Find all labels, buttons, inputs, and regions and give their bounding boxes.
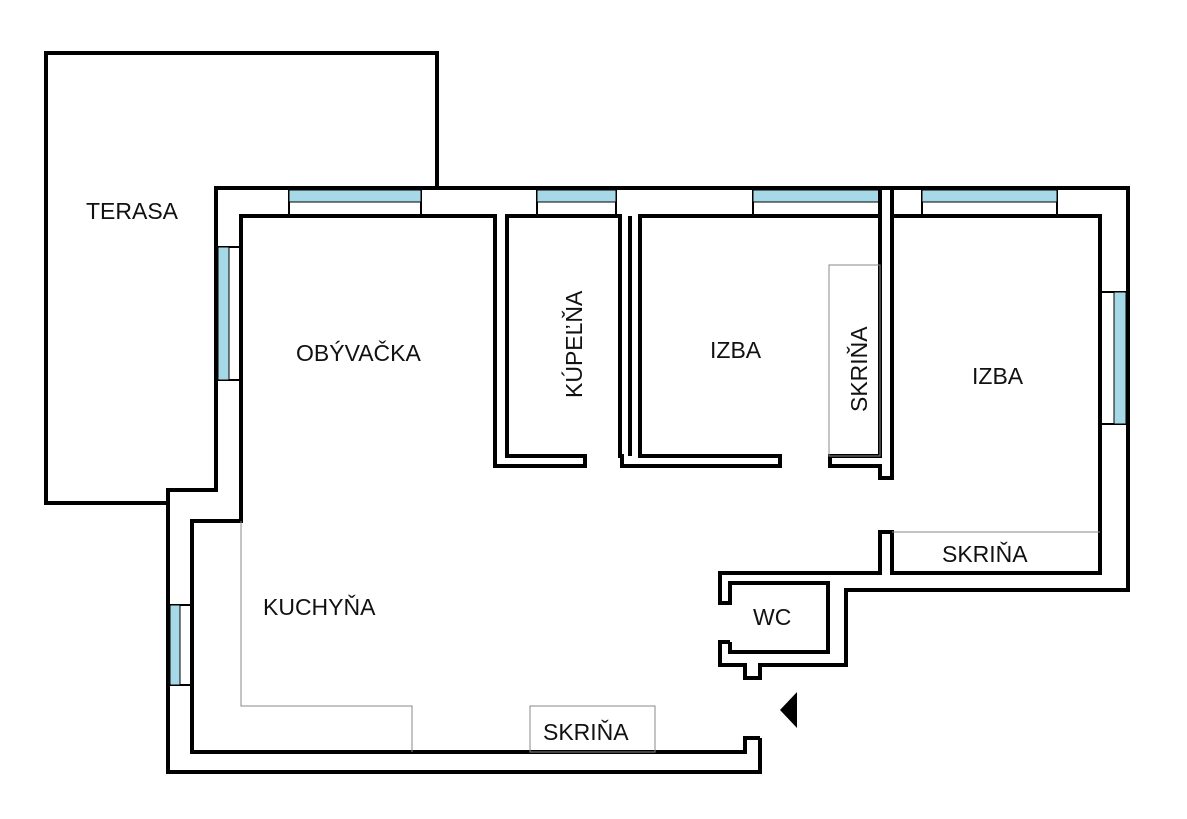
wardrobe-hall	[529, 705, 656, 753]
terrace-outline	[44, 51, 439, 505]
label-kitchen: KUCHYŇA	[263, 594, 376, 620]
label-room-2: IZBA	[972, 363, 1024, 389]
outer-wall	[166, 186, 1130, 774]
label-terrace: TERASA	[86, 198, 179, 224]
label-wardrobe-3: SKRIŇA	[543, 719, 629, 745]
wardrobe-room-1	[828, 264, 881, 457]
label-living-room: OBÝVAČKA	[296, 339, 421, 366]
kitchen-counter	[240, 521, 413, 752]
label-wardrobe-2: SKRIŇA	[942, 541, 1028, 567]
label-wardrobe-1: SKRIŇA	[846, 326, 872, 412]
label-bathroom: KÚPEĽŇA	[561, 290, 587, 398]
entrance-arrow-icon	[780, 692, 797, 728]
partition-wall	[628, 188, 894, 456]
label-wc: WC	[753, 604, 791, 630]
label-room-1: IZBA	[710, 337, 762, 363]
